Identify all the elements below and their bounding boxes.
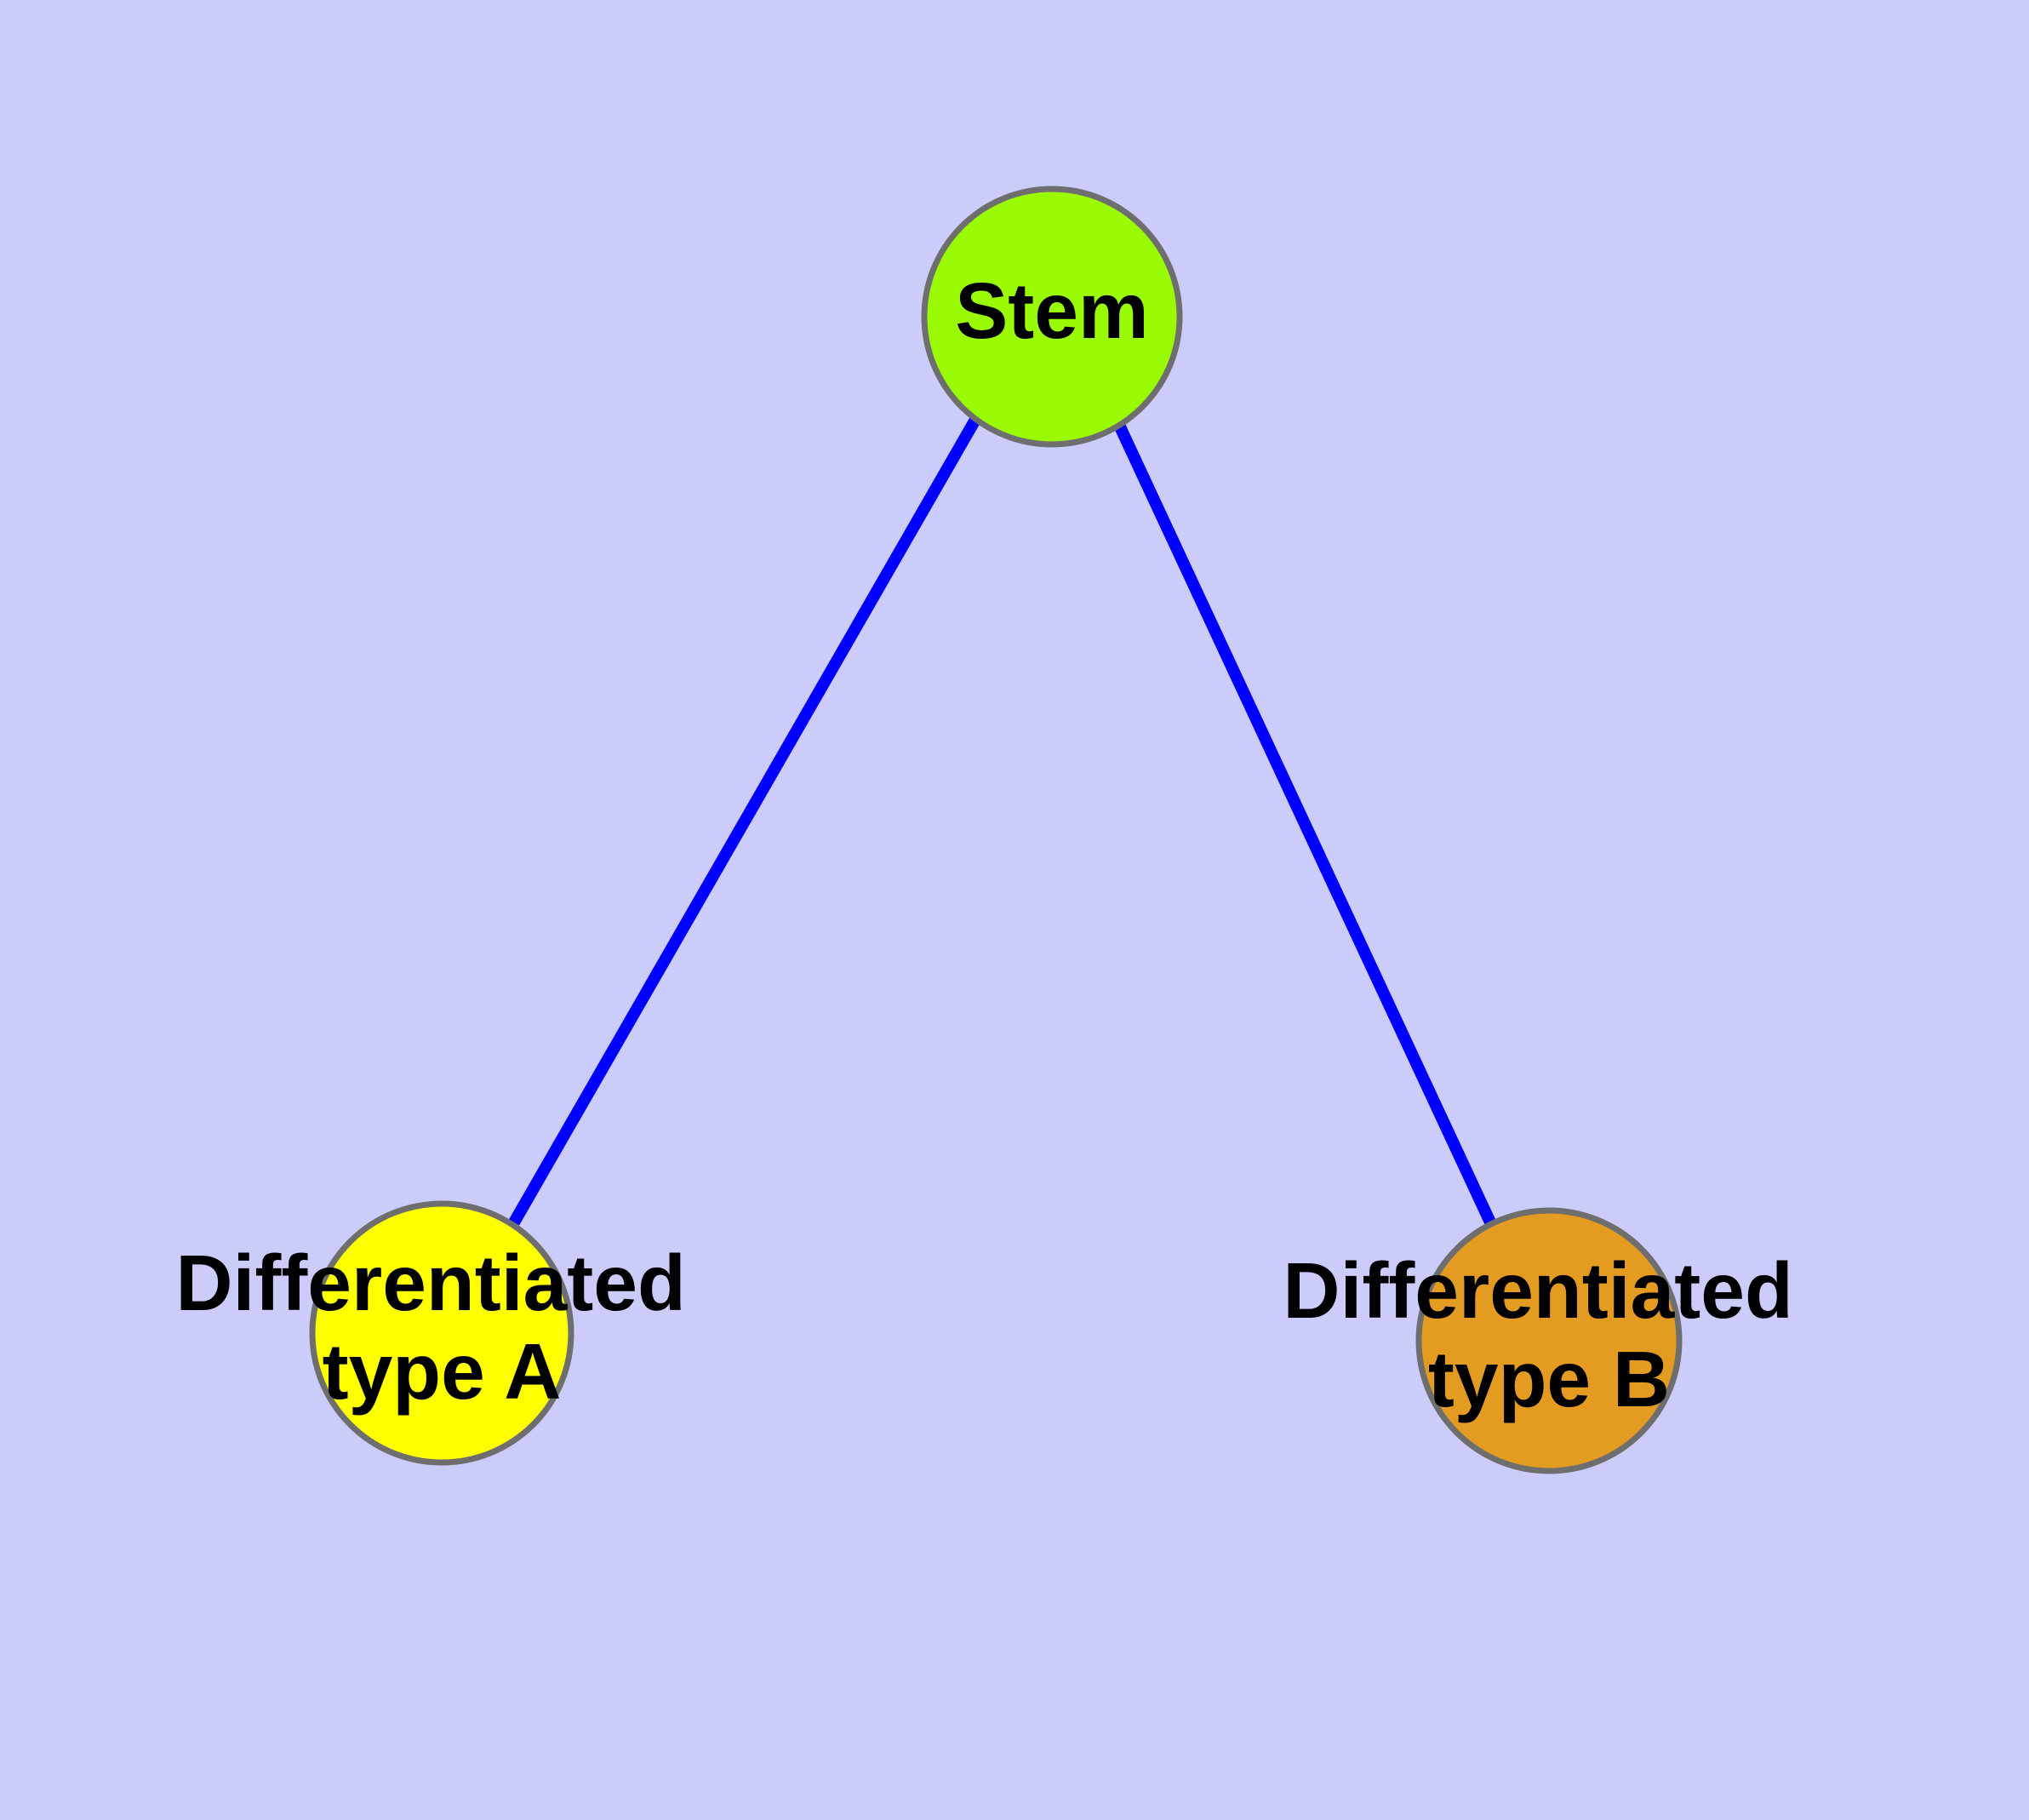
node-label-differentiated-type-b-line-1: Differentiated xyxy=(1283,1245,1792,1334)
node-circle-differentiated-type-a[interactable] xyxy=(309,1200,574,1466)
edge-layer xyxy=(508,416,1497,1227)
node-label-stem-line-1: Stem xyxy=(955,266,1148,355)
node-differentiated-type-b[interactable]: Differentiated type B xyxy=(1283,1207,1815,1474)
edge-stem-to-differentiated-type-b[interactable] xyxy=(1112,419,1497,1227)
edge-stem-to-differentiated-type-a[interactable] xyxy=(508,416,981,1226)
node-circle-differentiated-type-b[interactable] xyxy=(1415,1207,1683,1474)
node-differentiated-type-a[interactable]: Differentiated type A xyxy=(175,1200,707,1466)
node-layer: Stem Differentiated type A Differentiate… xyxy=(175,186,1815,1474)
node-label-differentiated-type-a: Differentiated type A xyxy=(175,1238,707,1415)
node-circle-stem[interactable] xyxy=(921,186,1183,448)
node-label-differentiated-type-b: Differentiated type B xyxy=(1283,1245,1815,1422)
node-label-stem: Stem xyxy=(955,266,1148,355)
node-label-differentiated-type-b-line-2: type B xyxy=(1428,1335,1670,1423)
node-stem[interactable]: Stem xyxy=(921,186,1183,448)
node-label-differentiated-type-a-line-2: type A xyxy=(323,1327,562,1416)
node-label-differentiated-type-a-line-1: Differentiated xyxy=(175,1238,685,1326)
